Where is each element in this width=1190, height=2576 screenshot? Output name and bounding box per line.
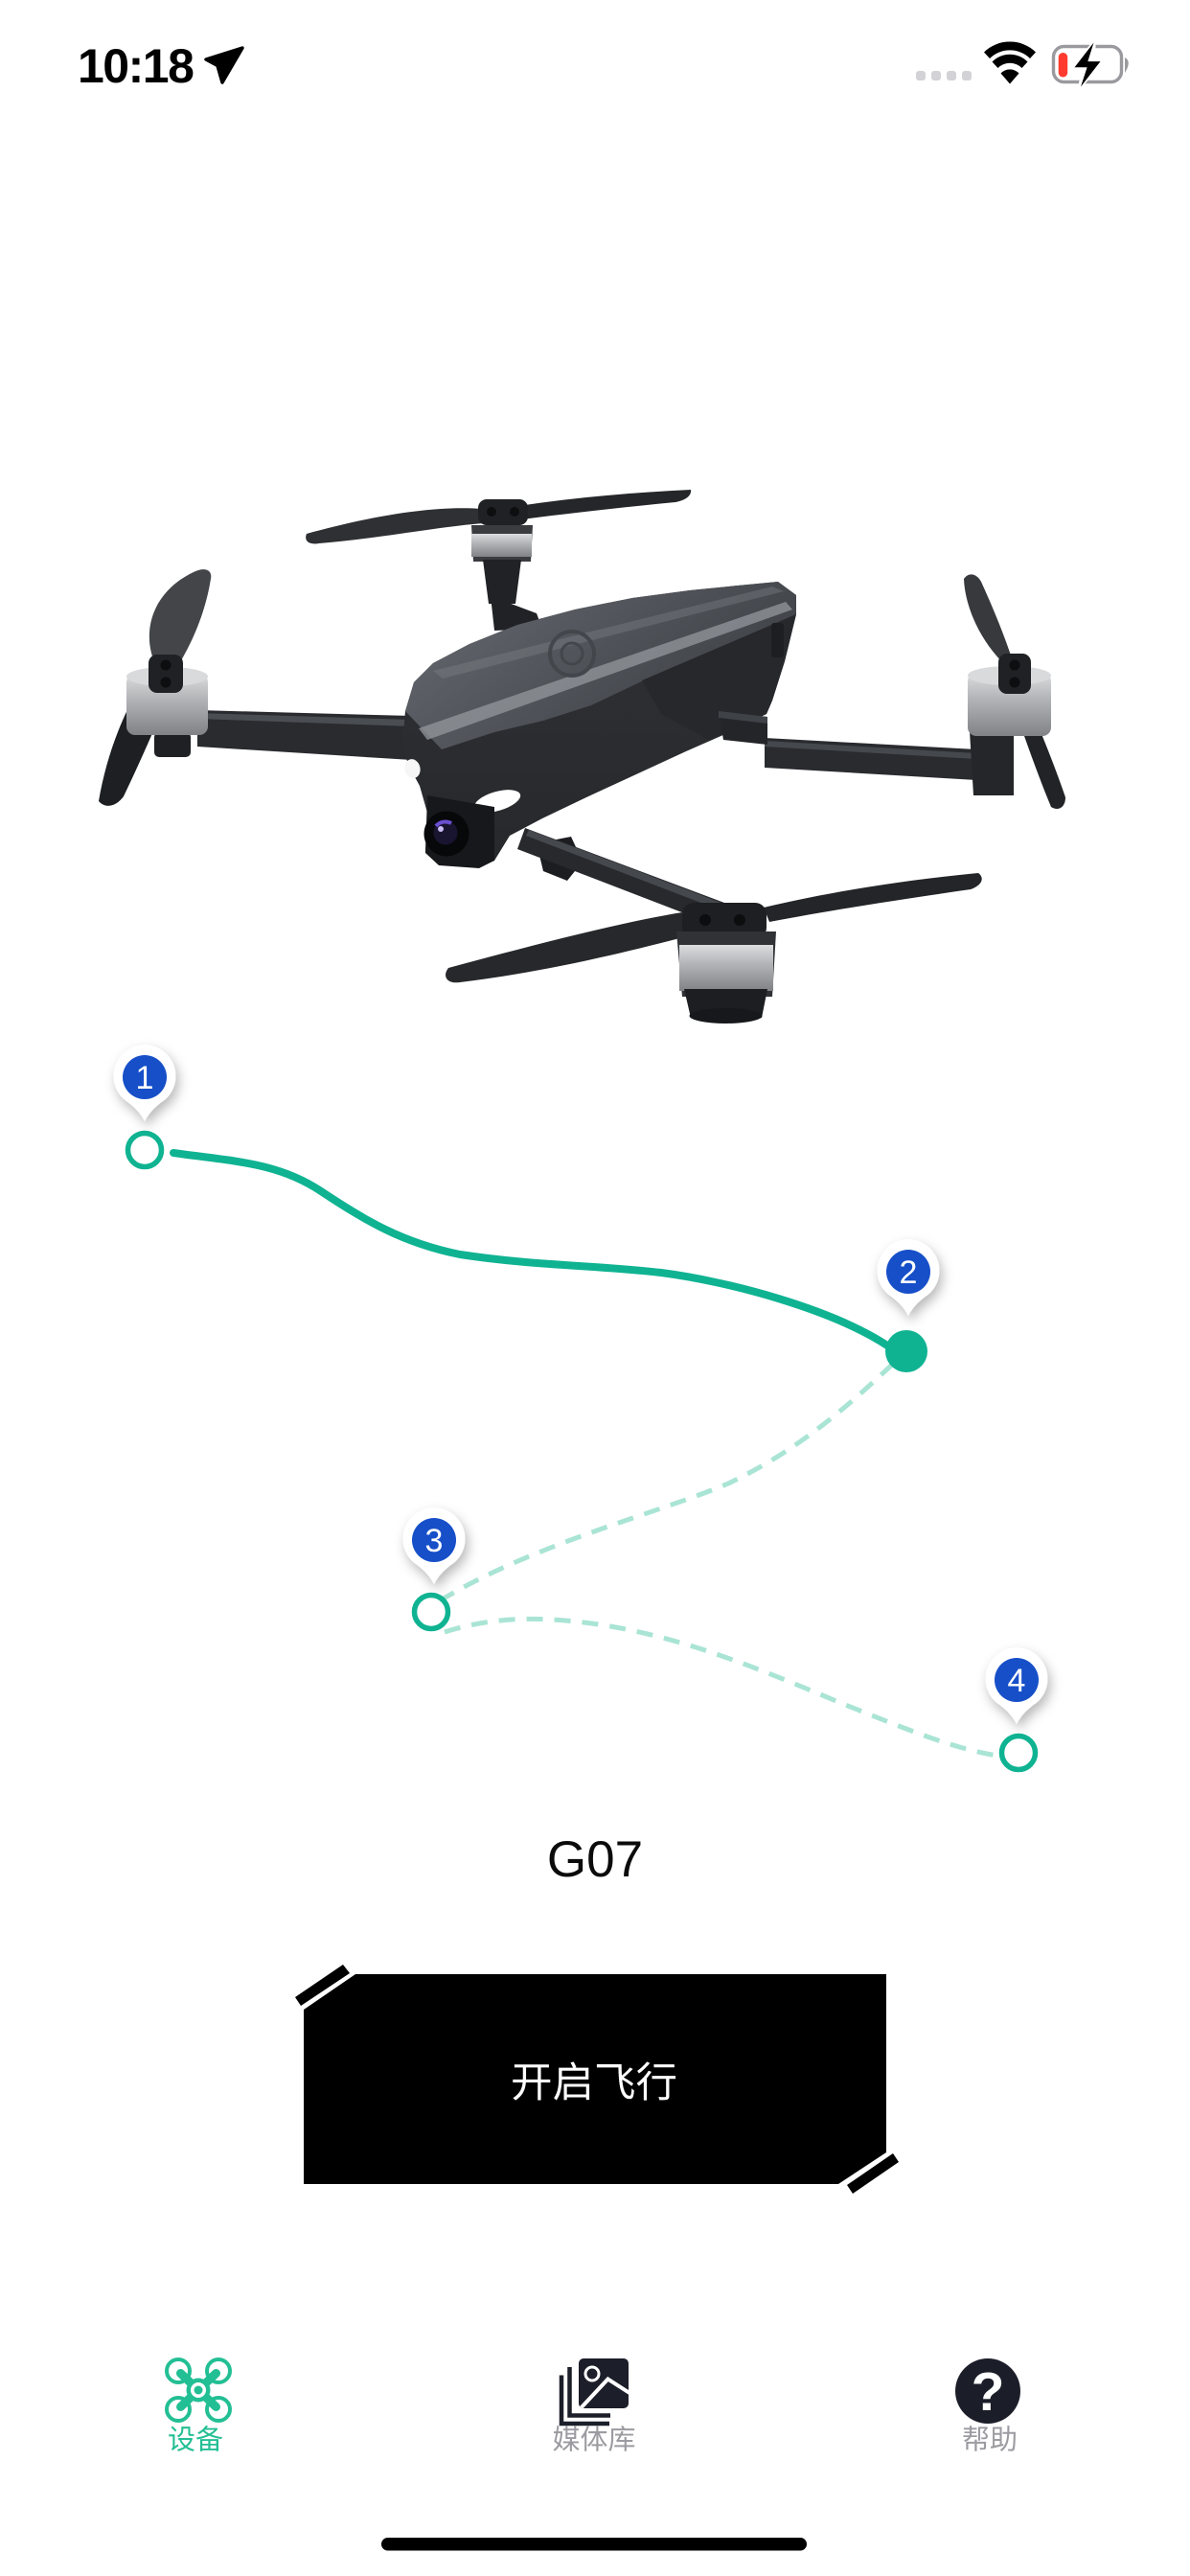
svg-text:10:18: 10:18 xyxy=(78,39,194,93)
svg-text:G07: G07 xyxy=(547,1831,643,1888)
svg-text:4: 4 xyxy=(1008,1663,1026,1699)
svg-text:?: ? xyxy=(972,2361,1005,2423)
svg-text:1: 1 xyxy=(136,1060,154,1096)
svg-text:3: 3 xyxy=(425,1523,444,1559)
svg-text:2: 2 xyxy=(900,1254,918,1291)
